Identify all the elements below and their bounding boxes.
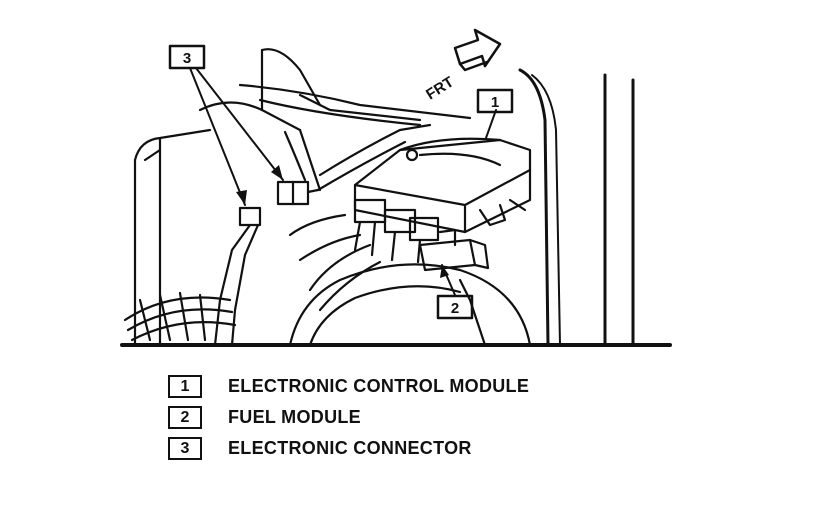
legend-label: ELECTRONIC CONTROL MODULE	[228, 376, 530, 396]
firewall-edge	[238, 83, 472, 127]
legend-item: 3 ELECTRONIC CONNECTOR	[168, 433, 648, 464]
body-pillar	[518, 68, 635, 347]
callout-number-1: 1	[491, 94, 499, 111]
callout-arrowheads	[236, 165, 449, 278]
engine-block-shape	[288, 263, 532, 347]
wiring-harness	[283, 123, 432, 312]
callout-box-3	[168, 44, 206, 70]
legend-item: 1 ELECTRONIC CONTROL MODULE	[168, 371, 648, 402]
legend-item: 2 FUEL MODULE	[168, 402, 648, 433]
fuel-module-shape	[418, 228, 490, 272]
legend-number-box: 3	[168, 437, 202, 460]
ecm-module-shape	[353, 137, 532, 234]
callout-number-2: 2	[451, 300, 459, 317]
legend-label: FUEL MODULE	[228, 407, 361, 427]
callout-number-3: 3	[183, 50, 191, 67]
front-arrow-icon	[453, 28, 502, 72]
front-direction-label: FRT	[423, 74, 457, 104]
callout-box-2	[436, 294, 474, 320]
ecm-connectors	[353, 198, 440, 264]
legend: 1 ELECTRONIC CONTROL MODULE 2 FUEL MODUL…	[168, 371, 648, 464]
electronic-connector-shapes	[213, 180, 320, 347]
legend-label: ELECTRONIC CONNECTOR	[228, 438, 472, 458]
wheel-shape	[123, 291, 237, 342]
legend-number-box: 2	[168, 406, 202, 429]
callout-box-1	[476, 88, 514, 114]
legend-number-box: 1	[168, 375, 202, 398]
